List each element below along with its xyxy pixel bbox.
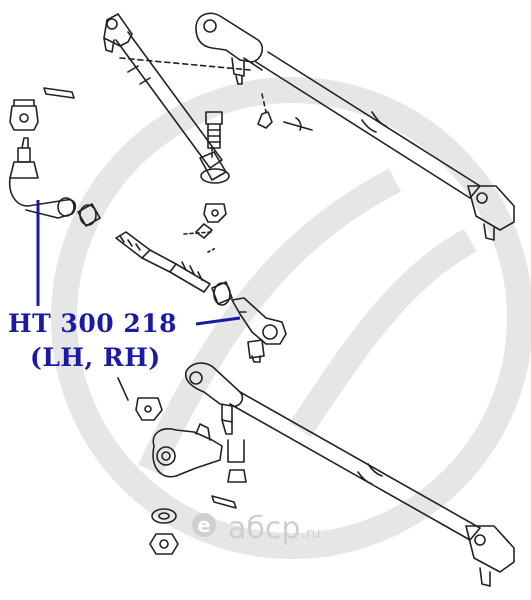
watermark-text: абср.ru (228, 511, 321, 546)
idler-arm-top (119, 12, 264, 85)
tie-rod-end-left (8, 137, 77, 219)
relay-rod-lower (229, 391, 515, 587)
leader-lines (36, 200, 241, 326)
tie-rod-end-right (211, 281, 287, 363)
side-label: (LH, RH) (30, 343, 161, 372)
cotter-pin-bottom (211, 495, 237, 509)
upper-drag-link (103, 13, 230, 184)
bolt-top (203, 111, 227, 223)
castle-nut-top (9, 99, 39, 131)
pitman-arm (152, 423, 247, 483)
idler-arm-bottom (184, 362, 244, 435)
part-number-label: HT 300 218 (8, 309, 178, 338)
relay-rod-upper (255, 51, 515, 241)
adjusting-sleeve (77, 203, 217, 293)
watermark-brand: абср (228, 511, 301, 546)
watermark-e-icon: e (192, 513, 216, 537)
watermark-suffix: .ru (301, 526, 321, 542)
leader-line-right (195, 316, 241, 326)
nut-bottom (149, 533, 179, 555)
washer-bottom (151, 508, 177, 524)
cotter-pin-top (43, 87, 75, 99)
watermark-logo (51, 77, 531, 559)
nut-lower-left (117, 377, 163, 421)
